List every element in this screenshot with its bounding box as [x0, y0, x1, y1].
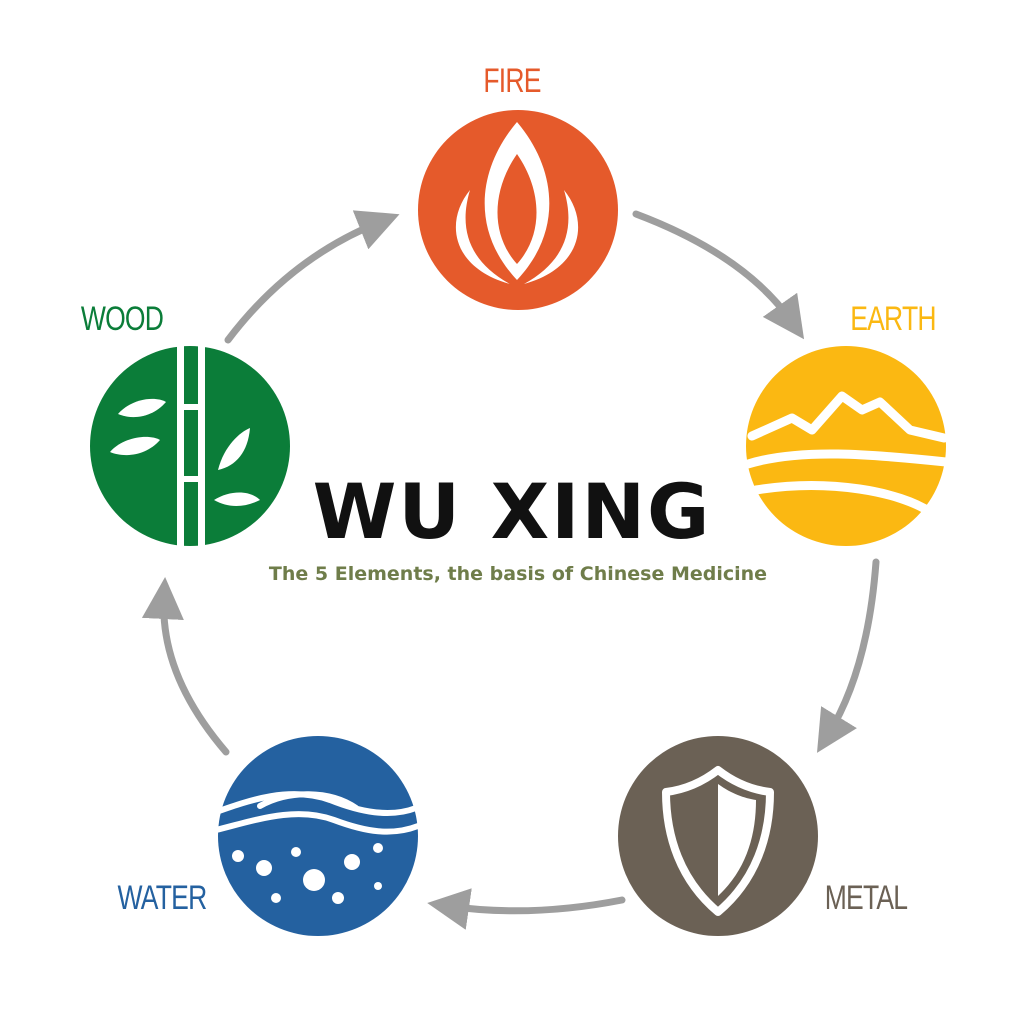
diagram-subtitle: The 5 Elements, the basis of Chinese Med… — [269, 563, 767, 585]
diagram-title: WU XING — [313, 467, 712, 556]
flame-icon — [455, 122, 579, 284]
arrow-fire-to-earth — [632, 210, 805, 340]
fire-circle — [418, 110, 618, 310]
arrow-water-to-wood — [141, 577, 230, 756]
bamboo-icon — [110, 346, 260, 546]
arrow-metal-to-water — [427, 888, 626, 930]
element-metal: METAL — [618, 736, 908, 936]
metal-label: METAL — [825, 879, 908, 917]
earth-label: EARTH — [850, 300, 935, 338]
mountain-icon — [743, 391, 951, 517]
arrow-wood-to-fire — [224, 210, 400, 344]
arrow-earth-to-metal — [816, 558, 880, 753]
earth-circle — [746, 346, 946, 546]
element-earth: EARTH — [743, 300, 951, 546]
water-label: WATER — [118, 879, 207, 917]
wave-icon — [213, 791, 421, 904]
fire-label: FIRE — [483, 62, 541, 100]
wood-label: WOOD — [81, 300, 163, 338]
element-fire: FIRE — [418, 62, 618, 310]
element-water: WATER — [118, 736, 421, 936]
cycle-arrows — [141, 210, 880, 930]
shield-icon — [662, 766, 774, 916]
water-circle — [218, 736, 418, 936]
element-wood: WOOD — [81, 300, 290, 546]
